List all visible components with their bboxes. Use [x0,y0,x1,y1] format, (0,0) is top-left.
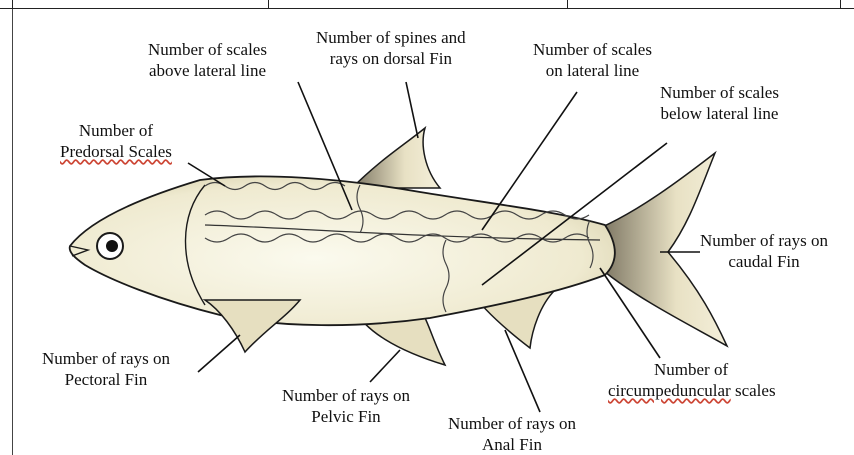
label-line: Number of scales [660,82,779,103]
label-line: Number of rays on [448,413,576,434]
label-line: Pectoral Fin [42,369,170,390]
dorsal-fin [352,128,440,188]
label-line: Number of [60,120,172,141]
label-line: Predorsal Scales [60,141,172,162]
label-line: below lateral line [660,103,779,124]
leader-pelvic [370,350,400,382]
pectoral-fin [205,300,300,352]
label-line: Number of scales [148,39,267,60]
leader-dorsal [406,82,418,138]
label-scales-on-lateral-line: Number of scales on lateral line [533,39,652,81]
label-line: Number of rays on [282,385,410,406]
label-line: Number of scales [533,39,652,60]
label-line: caudal Fin [700,251,828,272]
leader-pectoral [198,335,240,372]
label-scales-above-lateral-line: Number of scales above lateral line [148,39,267,81]
label-caudal-fin: Number of rays on caudal Fin [700,230,828,272]
label-line: scales [735,381,776,400]
eye-pupil [106,240,118,252]
label-line: Anal Fin [448,434,576,455]
label-anal-fin: Number of rays on Anal Fin [448,413,576,455]
label-line: above lateral line [148,60,267,81]
label-predorsal-scales: Number of Predorsal Scales [60,120,172,162]
label-line: on lateral line [533,60,652,81]
label-pelvic-fin: Number of rays on Pelvic Fin [282,385,410,427]
label-line: rays on dorsal Fin [316,48,466,69]
label-line: Number of rays on [700,230,828,251]
label-line: Pelvic Fin [282,406,410,427]
label-line: circumpeduncular [608,381,731,400]
label-dorsal-fin: Number of spines and rays on dorsal Fin [316,27,466,69]
label-scales-below-lateral-line: Number of scales below lateral line [660,82,779,124]
label-line: Number of [608,359,776,380]
label-line: Number of spines and [316,27,466,48]
label-line: Number of rays on [42,348,170,369]
label-circumpeduncular-scales: Number of circumpeduncular scales [608,359,776,401]
label-pectoral-fin: Number of rays on Pectoral Fin [42,348,170,390]
